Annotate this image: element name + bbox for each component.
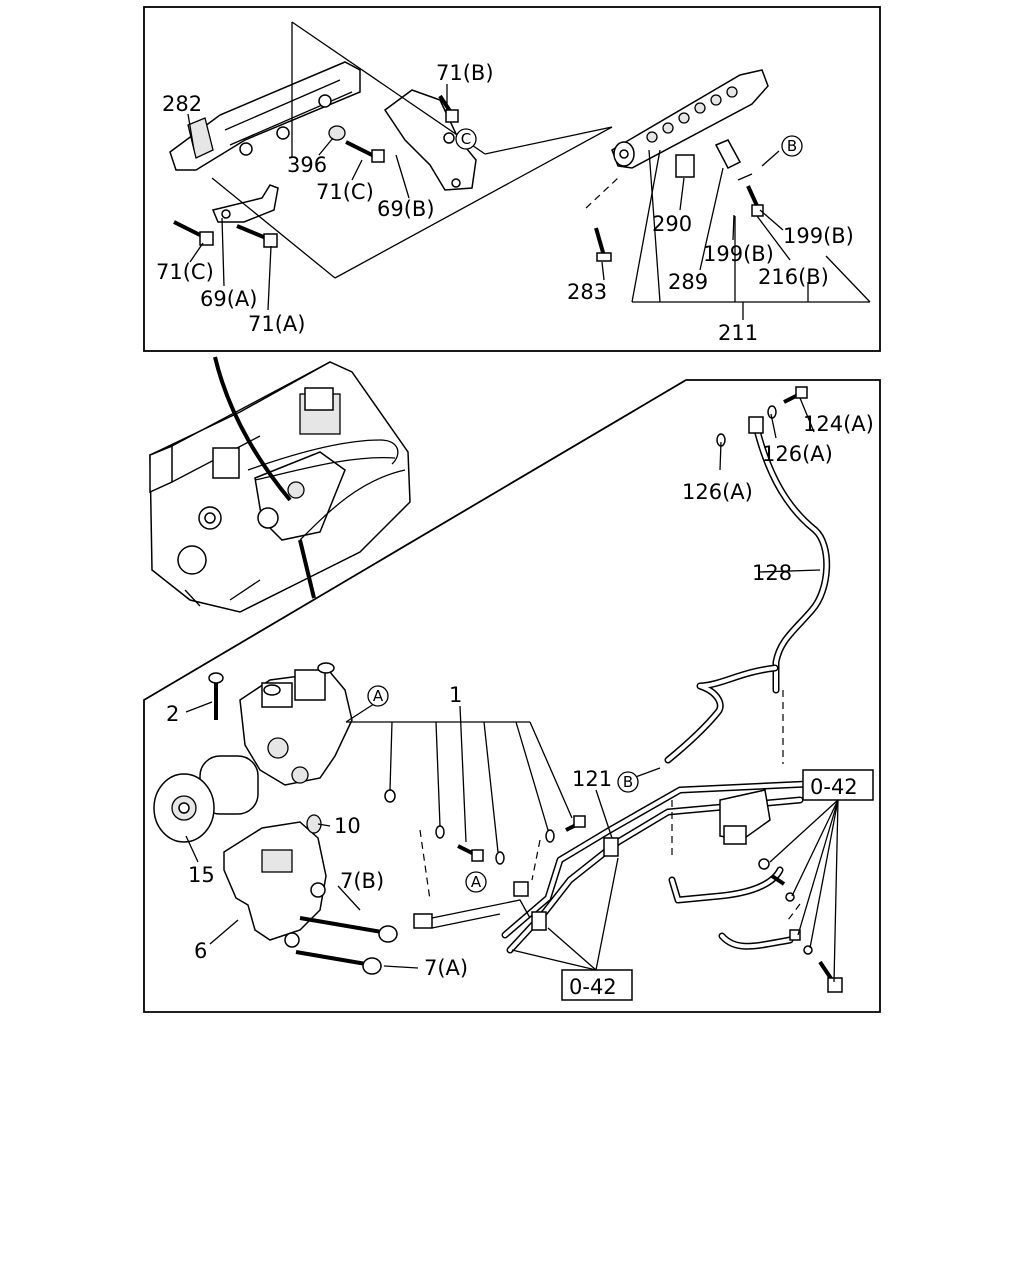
common-rail-illustration	[585, 69, 769, 262]
label-126a-left: 126(A)	[682, 480, 753, 504]
bolt-icon	[438, 94, 459, 123]
label-396: 396	[287, 153, 327, 177]
svg-text:0-42: 0-42	[810, 775, 858, 799]
label-7a: 7(A)	[424, 956, 468, 980]
label-121: 121	[572, 767, 612, 791]
label-290: 290	[652, 212, 692, 236]
bolt-icon	[236, 224, 278, 248]
label-216b: 216(B)	[758, 265, 829, 289]
engine-illustration	[149, 356, 411, 613]
svg-text:A: A	[373, 687, 384, 705]
label-199b-right: 199(B)	[783, 224, 854, 248]
svg-text:B: B	[787, 137, 797, 155]
refbox-lower: 0-42	[561, 969, 633, 1001]
bolt-icon	[173, 220, 214, 246]
top-panel: C B 282 71(B) 396 71(C) 69(B) 71(C) 69(A…	[143, 6, 881, 352]
label-69b: 69(B)	[377, 197, 435, 221]
label-69a: 69(A)	[200, 287, 257, 311]
callout-a-pump: A	[367, 685, 389, 707]
callout-b-top: B	[781, 135, 803, 157]
fuel-pipe-illustration	[413, 386, 843, 993]
label-71a: 71(A)	[248, 312, 305, 336]
label-283: 283	[567, 280, 607, 304]
svg-text:0-42: 0-42	[569, 975, 617, 999]
label-211: 211	[718, 321, 758, 345]
label-71b: 71(B)	[436, 61, 494, 85]
top-panel-frame	[143, 6, 881, 352]
label-6: 6	[194, 939, 207, 963]
label-71c-left: 71(C)	[156, 260, 214, 284]
label-71c-top: 71(C)	[316, 180, 374, 204]
bottom-panel-frame	[143, 379, 881, 1013]
label-15: 15	[188, 863, 215, 887]
svg-text:B: B	[623, 773, 633, 791]
svg-text:A: A	[471, 873, 482, 891]
bolt-icon	[345, 140, 385, 163]
bottom-panel: A A B 0-42 0-42 124(A) 126(A) 126(A) 128…	[143, 379, 881, 1013]
label-289: 289	[668, 270, 708, 294]
bracket-illustration	[169, 61, 477, 248]
label-128: 128	[752, 561, 792, 585]
callout-b-pipe: B	[617, 771, 639, 793]
label-199b-left: 199(B)	[703, 242, 774, 266]
label-282: 282	[162, 92, 202, 116]
injection-pump-illustration	[153, 662, 586, 975]
callout-c: C	[455, 128, 477, 150]
label-2: 2	[166, 702, 179, 726]
refbox-upper: 0-42	[802, 769, 874, 801]
label-124a: 124(A)	[803, 412, 874, 436]
label-7b: 7(B)	[340, 869, 384, 893]
label-1: 1	[449, 683, 462, 707]
label-10: 10	[334, 814, 361, 838]
callout-a-pipe: A	[465, 871, 487, 893]
label-126a-right: 126(A)	[762, 442, 833, 466]
svg-text:C: C	[461, 130, 471, 148]
